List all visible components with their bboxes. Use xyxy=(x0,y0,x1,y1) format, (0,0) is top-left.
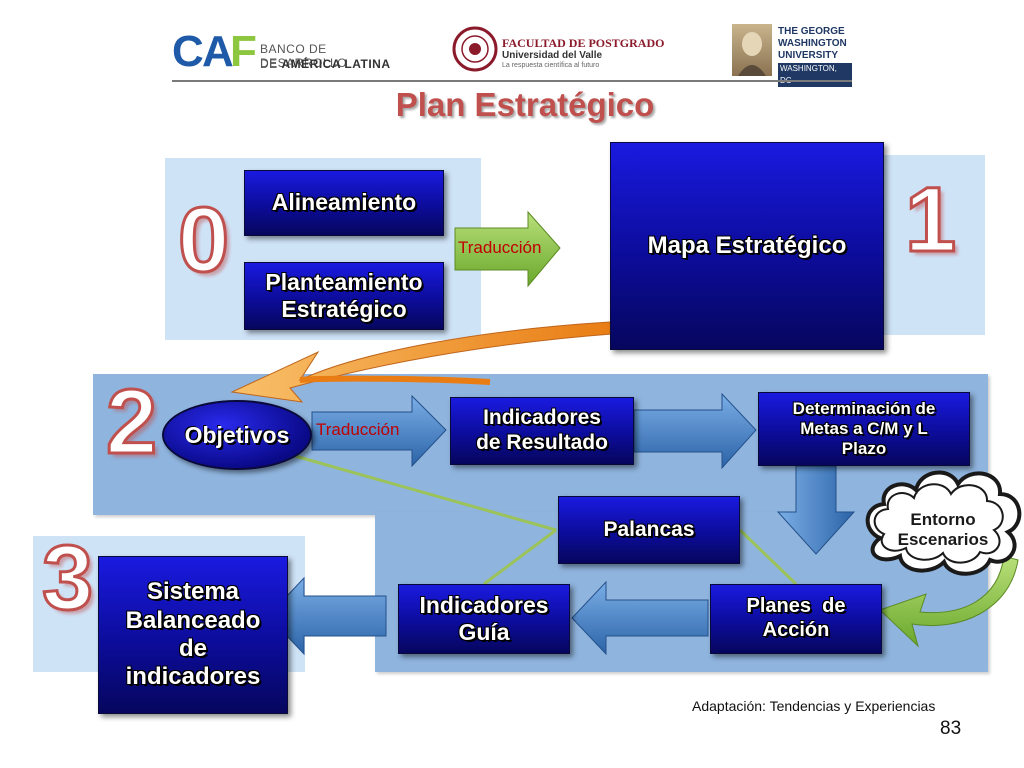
traduccion-label: Traducción xyxy=(316,420,400,439)
stage-1-panel xyxy=(880,155,985,335)
page-title: Plan Estratégico xyxy=(395,86,655,123)
palancas-box: Palancas xyxy=(558,496,740,564)
indicadores-resultado-box: Indicadores de Resultado xyxy=(450,397,634,465)
stage-3-number: 3 xyxy=(40,527,94,629)
objetivos-oval: Objetivos xyxy=(162,400,312,470)
page-number: 83 xyxy=(940,718,962,739)
stage-2-number: 2 xyxy=(104,371,158,473)
traduccion-label: Traducción xyxy=(458,238,542,257)
blue-arrow-icon xyxy=(311,394,447,468)
blue-arrow-icon xyxy=(633,392,757,470)
caf-line2: DE AMÉRICA LATINA xyxy=(260,57,391,71)
blue-left-arrow-icon xyxy=(571,580,709,656)
svg-text:A: A xyxy=(202,28,234,72)
lever-line xyxy=(483,528,557,586)
stage-1-number: 1 xyxy=(903,169,957,271)
caf-mark-icon: C A F xyxy=(172,28,257,72)
univalle-subtitle: Universidad del Valle xyxy=(502,50,603,61)
svg-text:F: F xyxy=(230,28,257,72)
cloud-icon xyxy=(865,470,1022,576)
caf-logo: C A F BANCO DE DESARROLLO DE AMÉRICA LAT… xyxy=(172,26,397,74)
header-divider xyxy=(172,80,852,82)
gwu-portrait-icon xyxy=(732,24,772,76)
univalle-logo: FACULTAD DE POSTGRADO Universidad del Va… xyxy=(452,26,677,74)
univalle-tagline: La respuesta científica al futuro xyxy=(502,62,600,69)
lever-line xyxy=(287,452,557,532)
lever-line xyxy=(738,528,798,586)
caf-line1: BANCO DE DESARROLLO xyxy=(260,42,348,70)
green-arrow-icon xyxy=(454,210,561,288)
planteamiento-box: Planteamiento Estratégico xyxy=(244,262,444,330)
orange-curve-arrow-icon xyxy=(230,321,613,403)
orange-curve-arrow-tail xyxy=(299,375,491,385)
indicadores-guia-box: Indicadores Guía xyxy=(398,584,570,654)
gwu-logo: THE GEORGE WASHINGTON UNIVERSITY WASHING… xyxy=(732,24,852,87)
metas-box: Determinación de Metas a C/M y L Plazo xyxy=(758,392,970,466)
source-note: Adaptación: Tendencias y Experiencias xyxy=(692,698,936,714)
mapa-estrategico-box: Mapa Estratégico xyxy=(610,142,884,350)
univalle-title: FACULTAD DE POSTGRADO xyxy=(502,36,665,50)
planes-accion-box: Planes de Acción xyxy=(710,584,882,654)
entorno-label: Entorno Escenarios xyxy=(897,510,989,549)
svg-text:C: C xyxy=(172,28,204,72)
blue-down-arrow-icon xyxy=(776,465,856,555)
sistema-balanceado-box: Sistema Balanceado de indicadores xyxy=(98,556,288,714)
alineamiento-box: Alineamiento xyxy=(244,170,444,236)
stage-0-number: 0 xyxy=(176,189,230,291)
univalle-seal-icon xyxy=(452,26,498,72)
